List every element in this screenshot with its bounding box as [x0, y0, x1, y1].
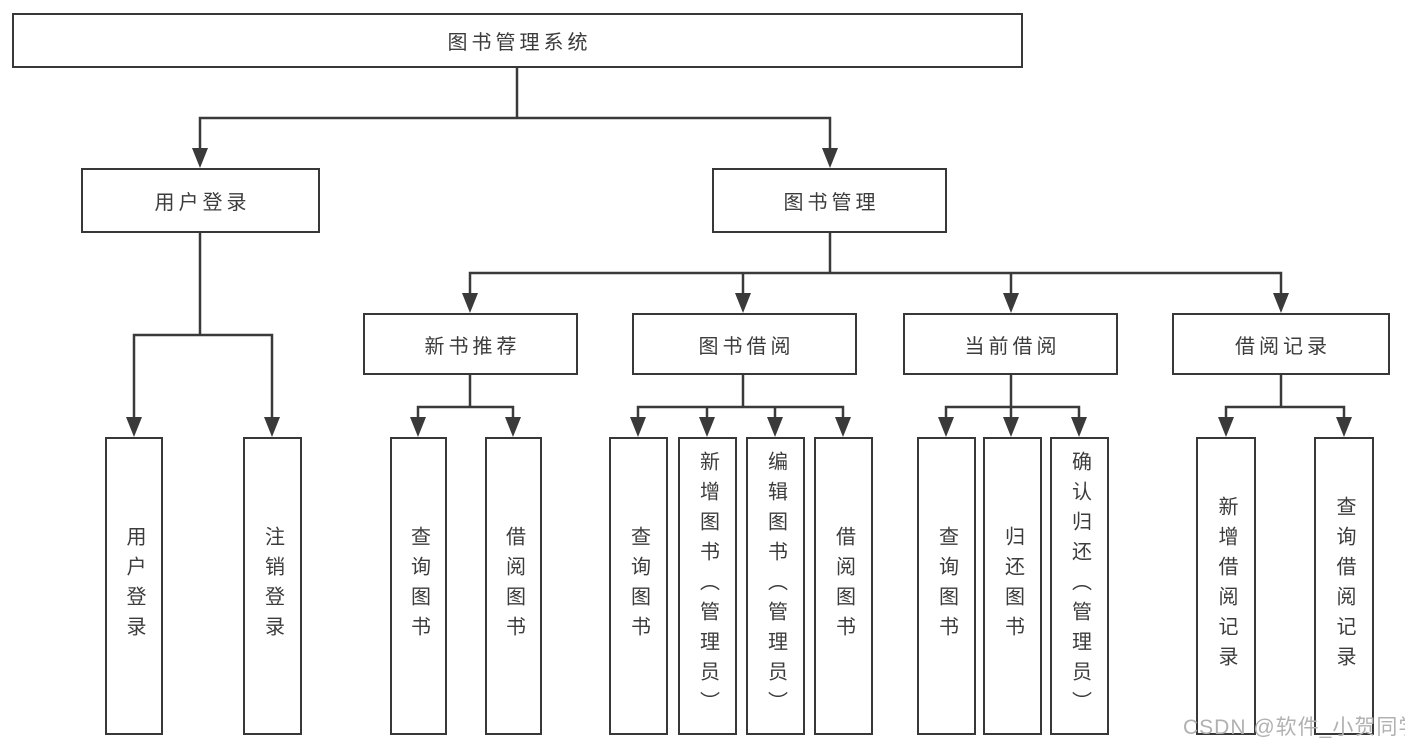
- leaf-add-borrow-record: 新增借阅记录: [1196, 437, 1256, 735]
- arrowhead-icon: [264, 417, 280, 437]
- arrowhead-icon: [735, 293, 751, 313]
- leaf-edit-book-admin: 编辑图书（管理员）: [746, 437, 805, 735]
- arrowhead-icon: [835, 417, 851, 437]
- leaf-query-books: 查询图书: [390, 437, 447, 735]
- leaf-borrow-books: 借阅图书: [485, 437, 542, 735]
- arrowhead-icon: [630, 417, 646, 437]
- arrowhead-icon: [126, 417, 142, 437]
- arrowhead-icon: [192, 148, 208, 168]
- arrowhead-icon: [1336, 417, 1352, 437]
- arrowhead-icon: [1273, 293, 1289, 313]
- edge-line: [468, 271, 1283, 295]
- leaf-logout: 注销登录: [243, 437, 302, 735]
- arrowhead-icon: [1071, 417, 1087, 437]
- edge-line: [944, 405, 1081, 419]
- node-library-management-system: 图书管理系统: [12, 13, 1023, 68]
- arrowhead-icon: [699, 417, 715, 437]
- edge-line: [198, 116, 832, 150]
- leaf-return-books: 归还图书: [983, 437, 1042, 735]
- arrowhead-icon: [1003, 417, 1019, 437]
- arrowhead-icon: [767, 417, 783, 437]
- arrowhead-icon: [1003, 293, 1019, 313]
- arrowhead-icon: [462, 293, 478, 313]
- leaf-add-book-admin: 新增图书（管理员）: [678, 437, 737, 735]
- leaf-confirm-return-admin: 确认归还（管理员）: [1050, 437, 1109, 735]
- arrowhead-icon: [410, 417, 426, 437]
- arrowhead-icon: [822, 148, 838, 168]
- arrowhead-icon: [1218, 417, 1234, 437]
- node-current-borrowing: 当前借阅: [903, 313, 1118, 375]
- arrowhead-icon: [505, 417, 521, 437]
- node-user-login: 用户登录: [81, 168, 320, 233]
- watermark-text: CSDN @软件_小贺同学: [1183, 716, 1405, 739]
- edge-line: [416, 405, 515, 419]
- edge-line: [132, 333, 274, 419]
- arrowhead-icon: [938, 417, 954, 437]
- node-book-management: 图书管理: [712, 168, 947, 233]
- leaf-query-borrow-record: 查询借阅记录: [1314, 437, 1374, 735]
- edge-line: [636, 405, 845, 419]
- node-new-book-recommendation: 新书推荐: [363, 313, 578, 375]
- leaf-user-login: 用户登录: [105, 437, 163, 735]
- node-book-borrowing: 图书借阅: [632, 313, 857, 375]
- leaf-query-books: 查询图书: [609, 437, 668, 735]
- node-borrowing-records: 借阅记录: [1172, 313, 1390, 375]
- leaf-borrow-books: 借阅图书: [814, 437, 873, 735]
- leaf-query-books: 查询图书: [917, 437, 976, 735]
- edge-line: [1224, 405, 1346, 419]
